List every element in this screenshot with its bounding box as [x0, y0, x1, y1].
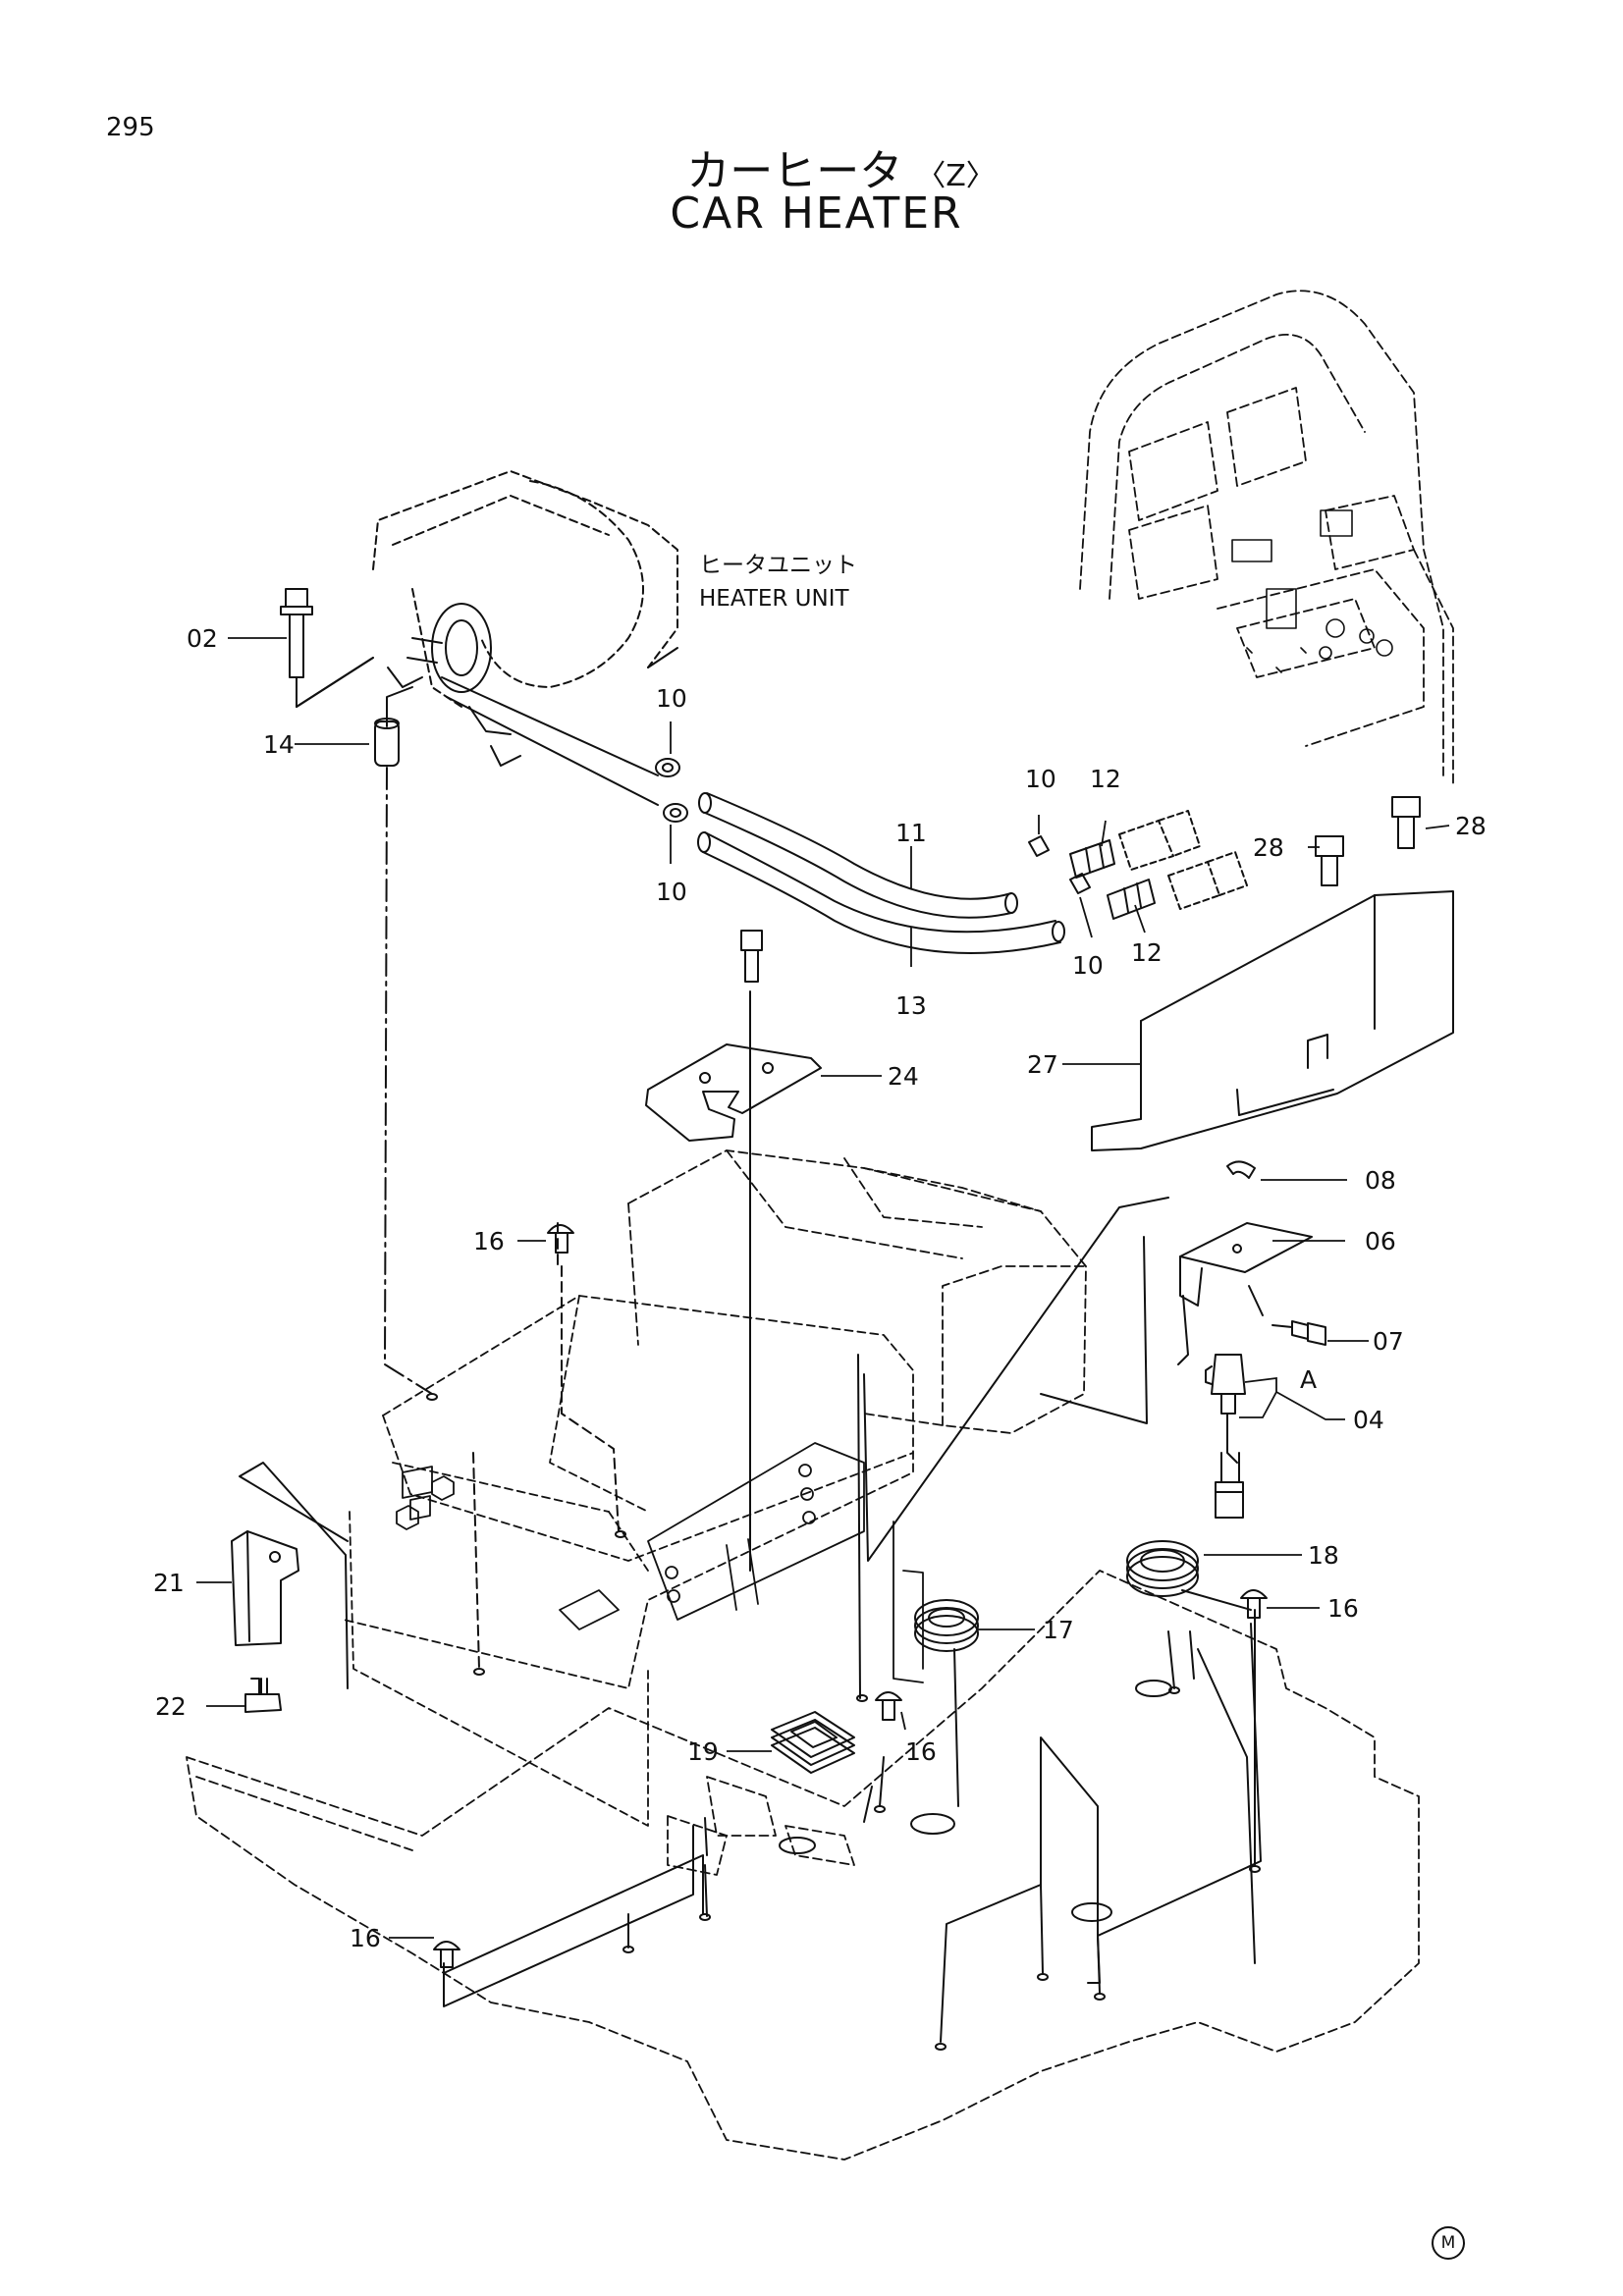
callout-24: 24 [888, 1062, 919, 1091]
title-english: CAR HEATER [670, 188, 963, 239]
callout-12-bottom: 12 [1131, 938, 1163, 967]
bolt-22 [244, 1678, 282, 1713]
callout-16-lower: 16 [350, 1924, 381, 1952]
holes [426, 1393, 1261, 2051]
callout-22: 22 [155, 1692, 187, 1721]
bracket-06 [1179, 1222, 1313, 1307]
clamp-10-d [1069, 873, 1091, 894]
hose-11 [698, 792, 1018, 919]
callout-10-top: 10 [656, 684, 687, 713]
grommet-18 [1126, 1540, 1199, 1597]
title-japanese-text: カーヒータ [686, 146, 903, 196]
floor-plate [186, 1570, 1420, 2161]
callout-28-right: 28 [1455, 812, 1487, 840]
leader-16-lower [443, 1825, 694, 2007]
bolt-28-left [1315, 835, 1344, 886]
grommet-17 [914, 1599, 979, 1652]
callout-19: 19 [687, 1737, 719, 1766]
heater-unit-label-jp: ヒータユニット [699, 553, 857, 578]
hose-13 [697, 831, 1065, 954]
callout-08: 08 [1365, 1166, 1396, 1195]
callout-10-lower-right: 10 [1072, 951, 1104, 980]
clamp-10-a [655, 758, 680, 777]
clip-08 [1226, 1160, 1256, 1179]
callout-27: 27 [1027, 1050, 1058, 1079]
callout-leaders [196, 637, 1450, 1939]
bolt-16-upper [547, 1224, 574, 1254]
bracket-27 [1091, 890, 1454, 1151]
callout-17: 17 [1043, 1616, 1074, 1644]
grommet-19 [771, 1711, 855, 1774]
heater-unit-label-en: HEATER UNIT [699, 586, 849, 612]
clamp-10-b [663, 803, 688, 823]
bolt-16-right [1240, 1589, 1268, 1619]
bolt-02 [280, 588, 374, 708]
bolt-24 [740, 930, 763, 983]
callout-10-mid: 10 [656, 878, 687, 906]
callout-16-upper: 16 [473, 1227, 505, 1255]
callout-16-center: 16 [905, 1737, 937, 1766]
bolt-28-right [1391, 796, 1421, 849]
pipes-right [1118, 810, 1248, 910]
clamp-10-c [1028, 835, 1050, 857]
bracket-21 [231, 1530, 299, 1646]
callout-21: 21 [153, 1569, 185, 1597]
frame-details [396, 1442, 924, 1683]
callout-04: 04 [1353, 1406, 1384, 1434]
callout-13: 13 [895, 991, 927, 1020]
cab-outline [1079, 290, 1454, 786]
heater-box [627, 1149, 1087, 1434]
callout-16-right: 16 [1327, 1594, 1359, 1623]
leader-lines [239, 657, 1264, 2043]
heater-unit-drawing [372, 470, 678, 806]
title-variant: 〈Z〉 [916, 159, 996, 193]
callout-06: 06 [1365, 1227, 1396, 1255]
connector-12-b [1107, 879, 1156, 920]
callout-07: 07 [1373, 1327, 1404, 1356]
callout-02: 02 [187, 624, 218, 653]
cab-parts [1231, 509, 1393, 673]
bolt-16-lower [433, 1941, 460, 1968]
callout-28-left: 28 [1253, 833, 1284, 862]
plate-24 [645, 1043, 822, 1142]
callout-18: 18 [1308, 1541, 1339, 1570]
callout-A: A [1300, 1365, 1317, 1394]
callout-14: 14 [263, 730, 295, 759]
switch-04 [1205, 1354, 1246, 1519]
bolt-07 [1271, 1320, 1326, 1346]
connector-12-a [1069, 839, 1115, 879]
callout-10-upper-right: 10 [1025, 765, 1056, 793]
leader-14-heater [386, 686, 413, 727]
callout-12-top: 12 [1090, 765, 1121, 793]
page-number: 295 [106, 113, 155, 142]
callout-11: 11 [895, 819, 927, 847]
manufacturer-mark: M [1432, 2226, 1465, 2260]
frame-stand [343, 1295, 914, 1827]
title-japanese: カーヒータ 〈Z〉 [0, 135, 1623, 198]
bolt-16-center [875, 1691, 902, 1721]
